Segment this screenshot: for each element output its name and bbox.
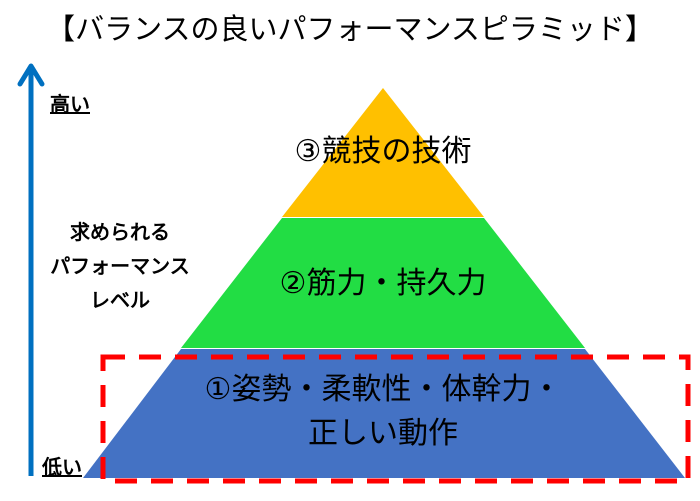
page-title: 【バランスの良いパフォーマンスピラミッド】 <box>46 12 654 46</box>
pyramid-level-3-shape <box>282 88 484 217</box>
level-1-label: ①姿勢・柔軟性・体幹力・ 正しい動作 <box>130 368 636 456</box>
pyramid-level-1-shape <box>83 349 685 478</box>
level-2-label: ②筋力・持久力 <box>279 266 487 301</box>
axis-high-label: 高い <box>50 92 90 116</box>
axis-label-line: パフォーマンス <box>50 254 190 278</box>
level-1-label-line: 正しい動作 <box>308 416 458 451</box>
axis-label: 求められる パフォーマンス レベル <box>30 215 210 317</box>
level-3-label: ③競技の技術 <box>294 134 472 169</box>
pyramid-level-2-shape <box>181 218 585 348</box>
level-1-label-line: ①姿勢・柔軟性・体幹力・ <box>204 372 562 407</box>
arrow-head-icon <box>17 63 45 87</box>
axis-label-line: レベル <box>90 288 150 312</box>
highlight-dashed-box <box>100 354 691 484</box>
axis-low-label: 低い <box>42 455 82 479</box>
axis-label-line: 求められる <box>70 220 170 244</box>
